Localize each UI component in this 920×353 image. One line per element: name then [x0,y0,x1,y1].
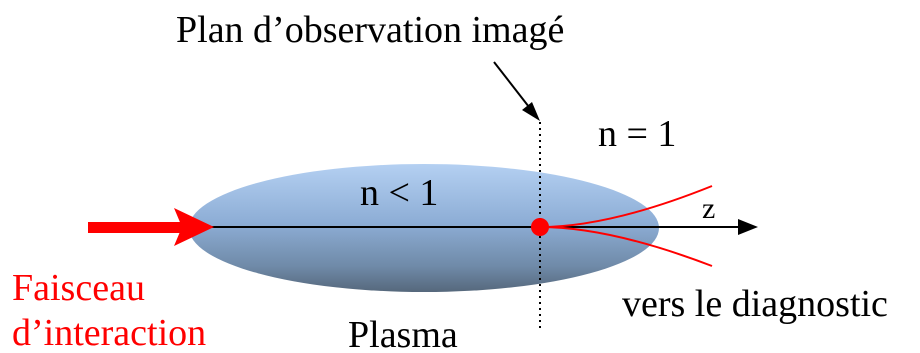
axis-label: z [702,192,715,225]
diagnostic-label: vers le diagnostic [622,283,888,325]
beam-arrow-head [174,208,214,246]
plasma-label: Plasma [348,314,458,353]
observation-plane-label: Plan d’observation imagé [176,9,564,51]
axis-arrow-head [738,219,758,235]
ray-lower [539,226,713,267]
inside-index-label: n < 1 [360,172,438,214]
observation-plane-pointer-head [522,102,540,121]
focal-point [531,218,549,236]
beam-arrow-shaft [88,222,184,233]
ray-upper [539,185,713,228]
beam-label-line2: d’interaction [12,312,206,353]
outside-index-label: n = 1 [598,113,676,155]
beam-label-line1: Faisceau [12,267,145,309]
